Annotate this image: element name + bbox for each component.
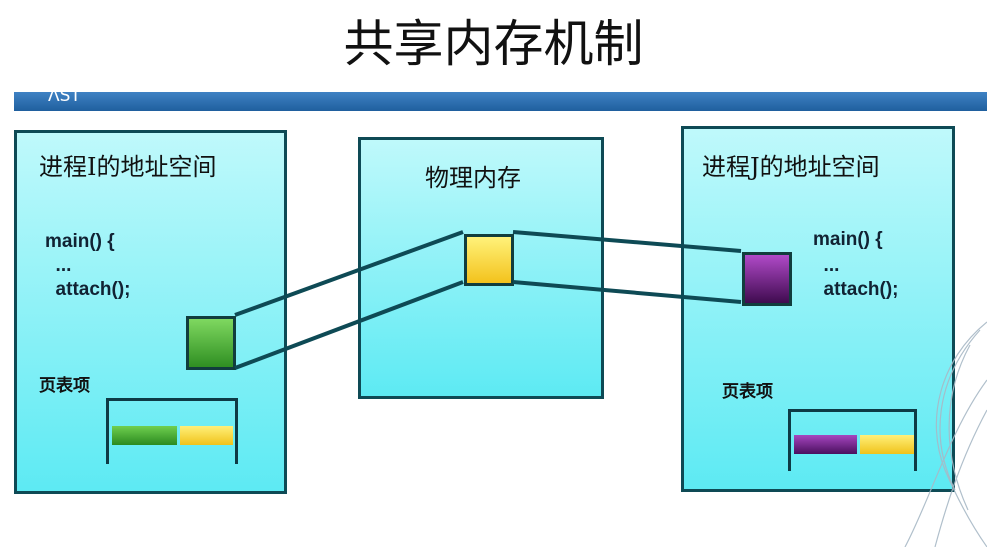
link-j-bottom [512, 280, 742, 304]
process-j-page-table-entry-yellow [860, 435, 914, 454]
process-j-code-line-2: ... [813, 255, 840, 276]
link-i-bottom [234, 280, 464, 370]
process-i-shared-page [186, 316, 236, 370]
process-j-page-table-entry-purple [794, 435, 857, 454]
header-band: ΛST [14, 86, 987, 111]
process-i-title: 进程I的地址空间 [39, 153, 217, 181]
process-j-page-table-label: 页表项 [722, 382, 773, 402]
decorative-curves [904, 321, 987, 547]
link-j-top [512, 230, 742, 253]
process-j-page-table [788, 409, 917, 471]
process-i-page-table [106, 398, 238, 464]
link-i-top [234, 230, 464, 317]
process-j-code-line-1: main() { [813, 229, 883, 250]
process-j-shared-page [742, 252, 792, 306]
process-i-page-table-entry-yellow [180, 426, 233, 445]
band-text: ΛST [48, 86, 81, 106]
shared-physical-page [464, 234, 514, 286]
slide-title: 共享内存机制 [343, 15, 644, 73]
process-i-page-table-label: 页表项 [39, 376, 90, 396]
process-j-address-space: 进程J的地址空间 main() { ... attach(); 页表项 [681, 126, 955, 492]
process-j-title: 进程J的地址空间 [702, 153, 880, 181]
physical-memory: 物理内存 [358, 137, 604, 399]
process-j-code-line-3: attach(); [813, 279, 899, 300]
physical-memory-title: 物理内存 [425, 164, 521, 192]
process-i-code-line-1: main() { [45, 231, 115, 252]
process-i-code-line-2: ... [45, 255, 72, 276]
process-i-page-table-entry-green [112, 426, 177, 445]
process-i-code-line-3: attach(); [45, 279, 131, 300]
